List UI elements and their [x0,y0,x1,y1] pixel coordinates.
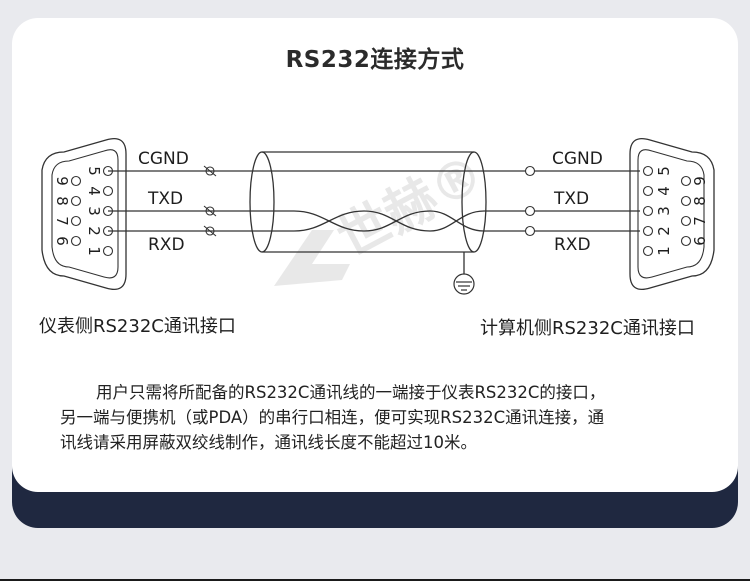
right-pin-number-7: 7 [691,216,709,226]
content-card: RS232连接方式 世赫® 5 9 4 8 3 7 2 6 1 5 9 4 8 3 7 2 6 1 [12,18,738,492]
left-pin-6 [70,235,82,247]
left-signal-rxd: RXD [148,235,185,255]
right-pin-2 [642,225,654,237]
right-pin-number-3: 3 [655,206,673,216]
right-signal-txd: TXD [553,189,589,209]
ground-symbol [453,273,475,295]
left-pin-number-7: 7 [53,216,71,226]
right-signal-cgnd: CGND [552,149,603,169]
left-pin-8 [70,195,82,207]
rxd-left-wire [108,210,530,232]
left-pin-number-6: 6 [53,236,71,246]
right-pin-8 [680,195,692,207]
left-pin-number-5: 5 [85,166,103,176]
left-pin-number-2: 2 [85,226,103,236]
right-pin-9 [680,175,692,187]
right-pin-7 [680,215,692,227]
watermark-text: 世赫® [328,143,494,269]
right-pin-number-8: 8 [691,196,709,206]
right-pin-6 [680,235,692,247]
right-terminal-circles [524,165,536,237]
right-pin-1 [642,245,654,257]
left-interface-label: 仪表侧RS232C通讯接口 [39,316,236,337]
right-pin-number-9: 9 [691,176,709,186]
right-db9-connector: 5 9 4 8 3 7 2 6 1 [629,137,715,291]
description-line-2: 另一端与便携机（或PDA）的串行口相连，便可实现RS232C通讯连接，通 [60,408,605,427]
txd-left-wire [108,210,530,232]
description-line-3: 讯线请采用屏蔽双绞线制作，通讯线长度不能超过10米。 [60,433,477,452]
right-pin-number-1: 1 [655,246,673,256]
rs232-wiring-diagram: 世赫® 5 9 4 8 3 7 2 6 1 5 9 4 8 3 7 2 6 1 [41,137,715,295]
left-db9-connector: 5 9 4 8 3 7 2 6 1 [41,137,127,291]
bottom-border-line [0,579,750,581]
left-signal-txd: TXD [147,189,183,209]
left-signal-cgnd: CGND [138,149,189,169]
right-pin-3 [642,205,654,217]
description-line-1: 用户只需将所配备的RS232C通讯线的一端接于仪表RS232C的接口， [96,383,606,402]
left-pin-1 [102,245,114,257]
left-pin-4 [102,185,114,197]
left-pin-number-1: 1 [85,246,103,256]
left-pin-number-9: 9 [53,176,71,186]
right-interface-label: 计算机侧RS232C通讯接口 [480,318,695,339]
right-pin-4 [642,185,654,197]
left-pin-number-8: 8 [53,196,71,206]
right-pin-number-6: 6 [691,236,709,246]
description-text: 用户只需将所配备的RS232C通讯线的一端接于仪表RS232C的接口， 另一端与… [60,380,710,455]
right-signal-rxd: RXD [554,235,591,255]
right-pin-number-2: 2 [655,226,673,236]
shielded-cable [249,151,487,274]
left-pin-number-3: 3 [85,206,103,216]
left-pin-7 [70,215,82,227]
left-pin-number-4: 4 [85,186,103,196]
signal-wires [108,170,640,232]
wire-break-marks [203,165,217,237]
right-pin-number-5: 5 [655,166,673,176]
right-pin-5 [642,165,654,177]
left-pin-9 [70,175,82,187]
right-pin-number-4: 4 [655,186,673,196]
page-title: RS232连接方式 [285,47,465,73]
